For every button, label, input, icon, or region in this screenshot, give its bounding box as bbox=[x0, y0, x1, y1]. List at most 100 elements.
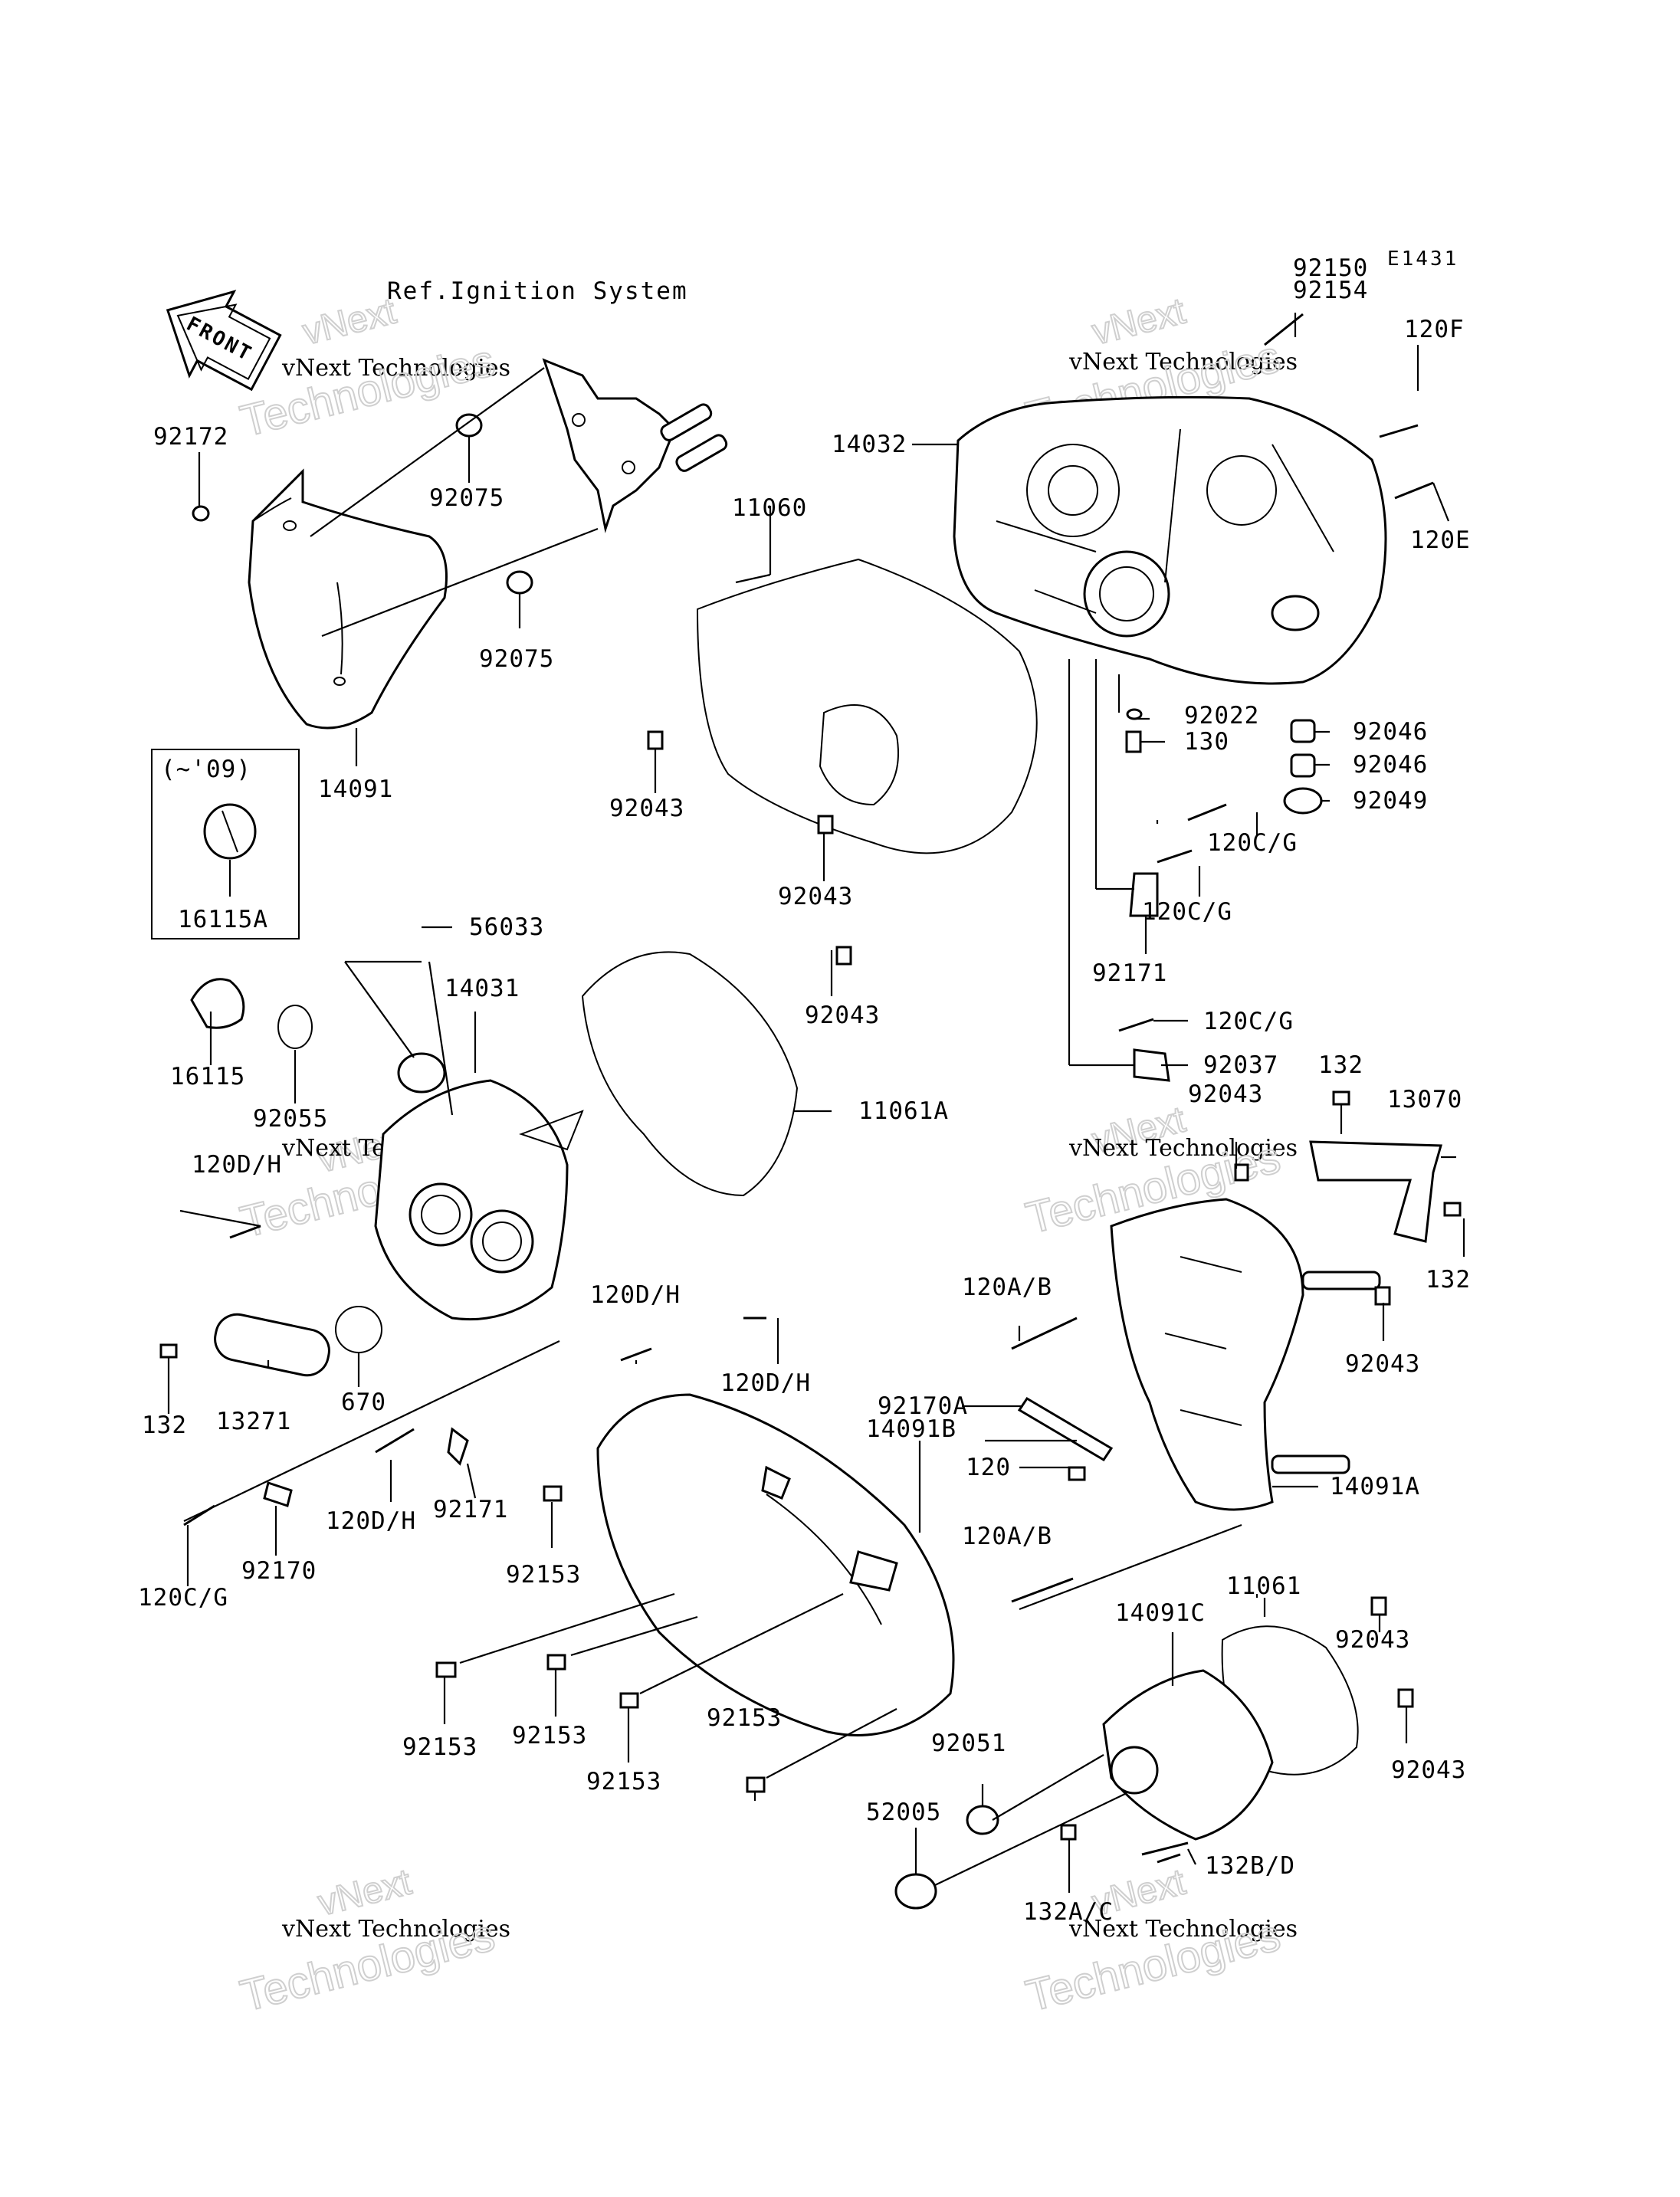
part-label-13070: 13070 bbox=[1387, 1086, 1462, 1113]
part-label-132-b: 132 bbox=[1426, 1266, 1471, 1294]
watermark-small-text: vNext Technologies bbox=[281, 1916, 510, 1943]
part-label-132-a: 132 bbox=[1318, 1051, 1363, 1079]
cover-14091 bbox=[248, 468, 448, 730]
part-label-120CG-b: 120C/G bbox=[1142, 898, 1232, 926]
part-label-120DH-d: 120D/H bbox=[326, 1507, 416, 1535]
part-label-92043-d: 92043 bbox=[1188, 1080, 1263, 1108]
part-label-92171-right: 92171 bbox=[1092, 959, 1167, 987]
grommet-92075-b bbox=[506, 570, 533, 595]
part-label-14032: 14032 bbox=[832, 431, 907, 458]
watermark-bottom-left: vNext vNext Technologies Technologies bbox=[235, 1861, 510, 2022]
part-label-120CG-d: 120C/G bbox=[138, 1584, 228, 1612]
part-label-14091C: 14091C bbox=[1115, 1599, 1206, 1627]
part-label-120AB-b: 120A/B bbox=[962, 1523, 1052, 1550]
part-label-14031: 14031 bbox=[445, 975, 520, 1002]
collar-92046-b bbox=[1290, 753, 1316, 778]
washer-92022 bbox=[1126, 708, 1143, 720]
watermark-small-text: vNext Technologies bbox=[281, 355, 510, 382]
diagram-code: E1431 bbox=[1387, 248, 1459, 271]
part-label-16115A: 16115A bbox=[178, 906, 268, 933]
part-label-92153-a: 92153 bbox=[506, 1561, 581, 1589]
bolt-130 bbox=[1125, 730, 1142, 753]
part-label-92075-a: 92075 bbox=[429, 484, 504, 512]
part-label-92075-b: 92075 bbox=[479, 645, 554, 673]
watermark-brand-text: vNext bbox=[299, 291, 400, 353]
pin-92043-b bbox=[817, 815, 834, 835]
clamp-92170 bbox=[263, 1481, 293, 1507]
screw-92172 bbox=[192, 505, 210, 522]
clamp-92171-right bbox=[1129, 872, 1159, 917]
part-label-92153-b: 92153 bbox=[402, 1733, 477, 1761]
clamp-92171-left bbox=[447, 1427, 469, 1466]
part-label-11061A: 11061A bbox=[858, 1097, 949, 1125]
part-label-14091: 14091 bbox=[318, 776, 393, 803]
part-label-132AC: 132A/C bbox=[1023, 1898, 1114, 1926]
part-label-92154: 92154 bbox=[1293, 277, 1368, 304]
seal-92049 bbox=[1283, 787, 1323, 815]
part-labels: 92150 92154 120F 120E 14032 11060 92172 … bbox=[138, 254, 1471, 1926]
plate-13271 bbox=[214, 1313, 330, 1377]
part-label-11060: 11060 bbox=[732, 494, 807, 522]
bearing-14091C bbox=[1110, 1746, 1159, 1795]
crankcase-cover-14032 bbox=[953, 395, 1387, 685]
part-label-92043-a: 92043 bbox=[609, 795, 684, 822]
part-label-132-c: 132 bbox=[142, 1412, 187, 1439]
part-label-92170: 92170 bbox=[241, 1557, 317, 1585]
part-label-92049: 92049 bbox=[1353, 787, 1428, 815]
strap-92170A bbox=[1017, 1396, 1114, 1462]
part-label-120AB-a: 120A/B bbox=[962, 1274, 1052, 1301]
part-label-92037: 92037 bbox=[1203, 1051, 1278, 1079]
part-label-92055: 92055 bbox=[253, 1105, 328, 1133]
watermark-small-text: vNext Technologies bbox=[1068, 349, 1298, 375]
part-label-120DH-b: 120D/H bbox=[590, 1281, 681, 1309]
part-label-92153-d: 92153 bbox=[586, 1768, 661, 1795]
pin-92043-c bbox=[835, 946, 852, 966]
part-label-92043-c: 92043 bbox=[805, 1002, 880, 1029]
o-ring-92055 bbox=[277, 1005, 313, 1049]
pin-92043-a bbox=[647, 730, 664, 750]
cover-14091C bbox=[1102, 1669, 1274, 1841]
watermark-top-right: vNext vNext Technologies Technologies bbox=[1020, 290, 1298, 444]
watermark-brand-text: vNext bbox=[314, 1862, 415, 1924]
pin-92043-d bbox=[1234, 1163, 1249, 1182]
part-label-92043-f: 92043 bbox=[1335, 1626, 1410, 1654]
version-note: (~'09) bbox=[161, 756, 251, 783]
grommet-92075-a bbox=[455, 413, 483, 438]
cover-14091A bbox=[1110, 1198, 1381, 1511]
pin-92043-e bbox=[1374, 1286, 1391, 1306]
guard-13070 bbox=[1309, 1140, 1442, 1243]
part-label-120CG-a: 120C/G bbox=[1207, 829, 1298, 857]
part-label-92150: 92150 bbox=[1293, 254, 1368, 282]
part-label-120DH-c: 120D/H bbox=[720, 1369, 811, 1397]
part-label-670: 670 bbox=[341, 1389, 386, 1416]
part-label-16115: 16115 bbox=[170, 1063, 245, 1090]
part-label-120CG-c: 120C/G bbox=[1203, 1008, 1294, 1035]
watermark-bottom-right: vNext vNext Technologies Technologies bbox=[1020, 1861, 1298, 2022]
part-label-52005: 52005 bbox=[866, 1799, 941, 1826]
part-label-92172: 92172 bbox=[153, 423, 228, 451]
front-arrow-icon: FRONT bbox=[166, 290, 282, 392]
part-label-120: 120 bbox=[966, 1454, 1011, 1481]
part-label-92171-left: 92171 bbox=[433, 1496, 508, 1523]
leader-lines bbox=[167, 313, 1465, 1893]
part-label-13271: 13271 bbox=[216, 1408, 291, 1435]
part-label-14091A: 14091A bbox=[1330, 1473, 1420, 1500]
gasket-11060 bbox=[696, 558, 1038, 854]
part-label-92051: 92051 bbox=[931, 1730, 1006, 1757]
watermark-brand-text: vNext bbox=[1088, 291, 1189, 353]
inset-box-early-models: (~'09) bbox=[151, 749, 300, 939]
part-label-92046-b: 92046 bbox=[1353, 751, 1428, 779]
part-label-92170A: 92170A bbox=[878, 1392, 968, 1420]
pin-92043-g bbox=[1397, 1688, 1414, 1708]
part-label-120E: 120E bbox=[1410, 526, 1471, 554]
ring-670 bbox=[335, 1306, 382, 1353]
clamp-92037 bbox=[1133, 1048, 1170, 1082]
watermark-small-text: vNext Technologies bbox=[1068, 1135, 1298, 1162]
part-label-130: 130 bbox=[1184, 728, 1229, 756]
watermark-small-text: vNext Technologies bbox=[1068, 1916, 1298, 1943]
part-label-92043-g: 92043 bbox=[1391, 1756, 1466, 1784]
gasket-11061A bbox=[581, 951, 799, 1197]
part-label-11061: 11061 bbox=[1226, 1572, 1301, 1600]
cover-14091B bbox=[596, 1393, 955, 1736]
